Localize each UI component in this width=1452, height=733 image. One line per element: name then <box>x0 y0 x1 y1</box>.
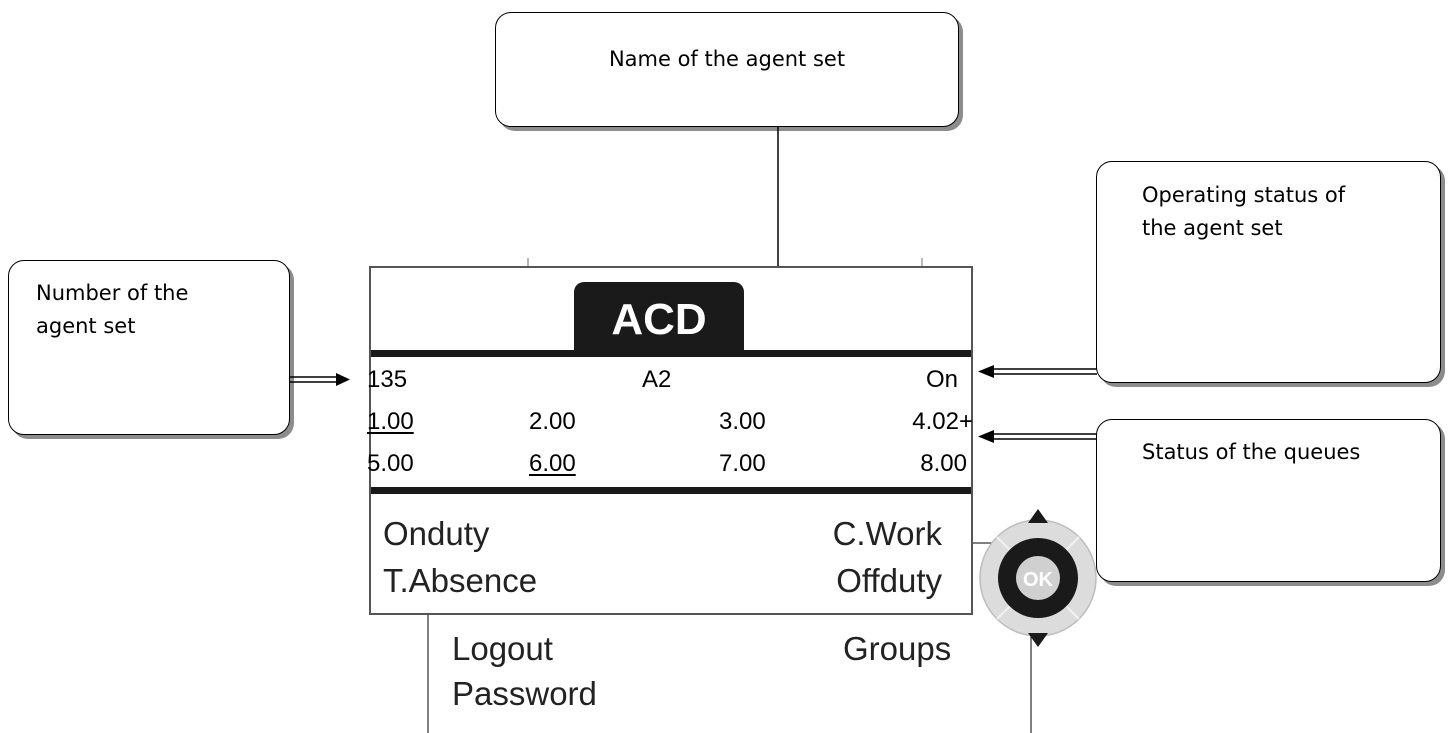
number-arrow-head <box>336 373 350 386</box>
opstatus-arrow-head <box>978 365 994 378</box>
queue-1: 1.00 <box>367 408 414 435</box>
top-separator-bar <box>371 350 971 357</box>
softkey-tabsence[interactable]: T.Absence <box>383 562 538 599</box>
callout-number-line1: Number of the <box>36 281 189 305</box>
callout-opstatus-line1: Operating status of <box>1142 183 1346 207</box>
bottom-separator-bar <box>371 487 971 494</box>
callout-operating-status: Operating status of the agent set <box>1096 161 1441 383</box>
navigation-key[interactable]: OK <box>975 505 1105 655</box>
callout-name-of-agent-set: Name of the agent set <box>495 12 959 127</box>
callout-opstatus-line2: the agent set <box>1142 216 1283 240</box>
queue-4: 4.02+ <box>912 408 973 435</box>
ok-label[interactable]: OK <box>1023 569 1054 591</box>
arrow-up-icon[interactable] <box>1028 509 1048 523</box>
softkey-offduty[interactable]: Offduty <box>836 562 942 599</box>
queue-3: 3.00 <box>719 408 766 435</box>
softkey-cwork[interactable]: C.Work <box>832 515 942 552</box>
set-number: 135 <box>367 366 408 393</box>
queue-6: 6.00 <box>529 450 576 477</box>
operating-status: On <box>925 366 958 393</box>
callout-number-line2: agent set <box>36 314 136 338</box>
callout-number-of-agent-set: Number of the agent set <box>8 260 290 435</box>
agent-set-display: ACD 135 A2 On 1.00 2.00 3.00 4.02+ 5.00 … <box>367 266 973 615</box>
callout-queues-text: Status of the queues <box>1142 440 1361 464</box>
callout-status-of-queues: Status of the queues <box>1096 419 1441 582</box>
queue-5: 5.00 <box>367 450 414 477</box>
softkey-onduty[interactable]: Onduty <box>383 515 490 552</box>
acd-tab: ACD <box>574 282 744 356</box>
queues-arrow-head <box>978 430 994 443</box>
menu-password[interactable]: Password <box>452 675 597 712</box>
queue-8: 8.00 <box>920 450 967 477</box>
menu-logout[interactable]: Logout <box>452 630 553 667</box>
queue-7: 7.00 <box>719 450 766 477</box>
arrow-down-icon[interactable] <box>1028 633 1048 647</box>
queue-2: 2.00 <box>529 408 576 435</box>
callout-name-text: Name of the agent set <box>608 47 846 71</box>
set-name: A2 <box>642 366 672 393</box>
menu-groups[interactable]: Groups <box>843 630 952 667</box>
